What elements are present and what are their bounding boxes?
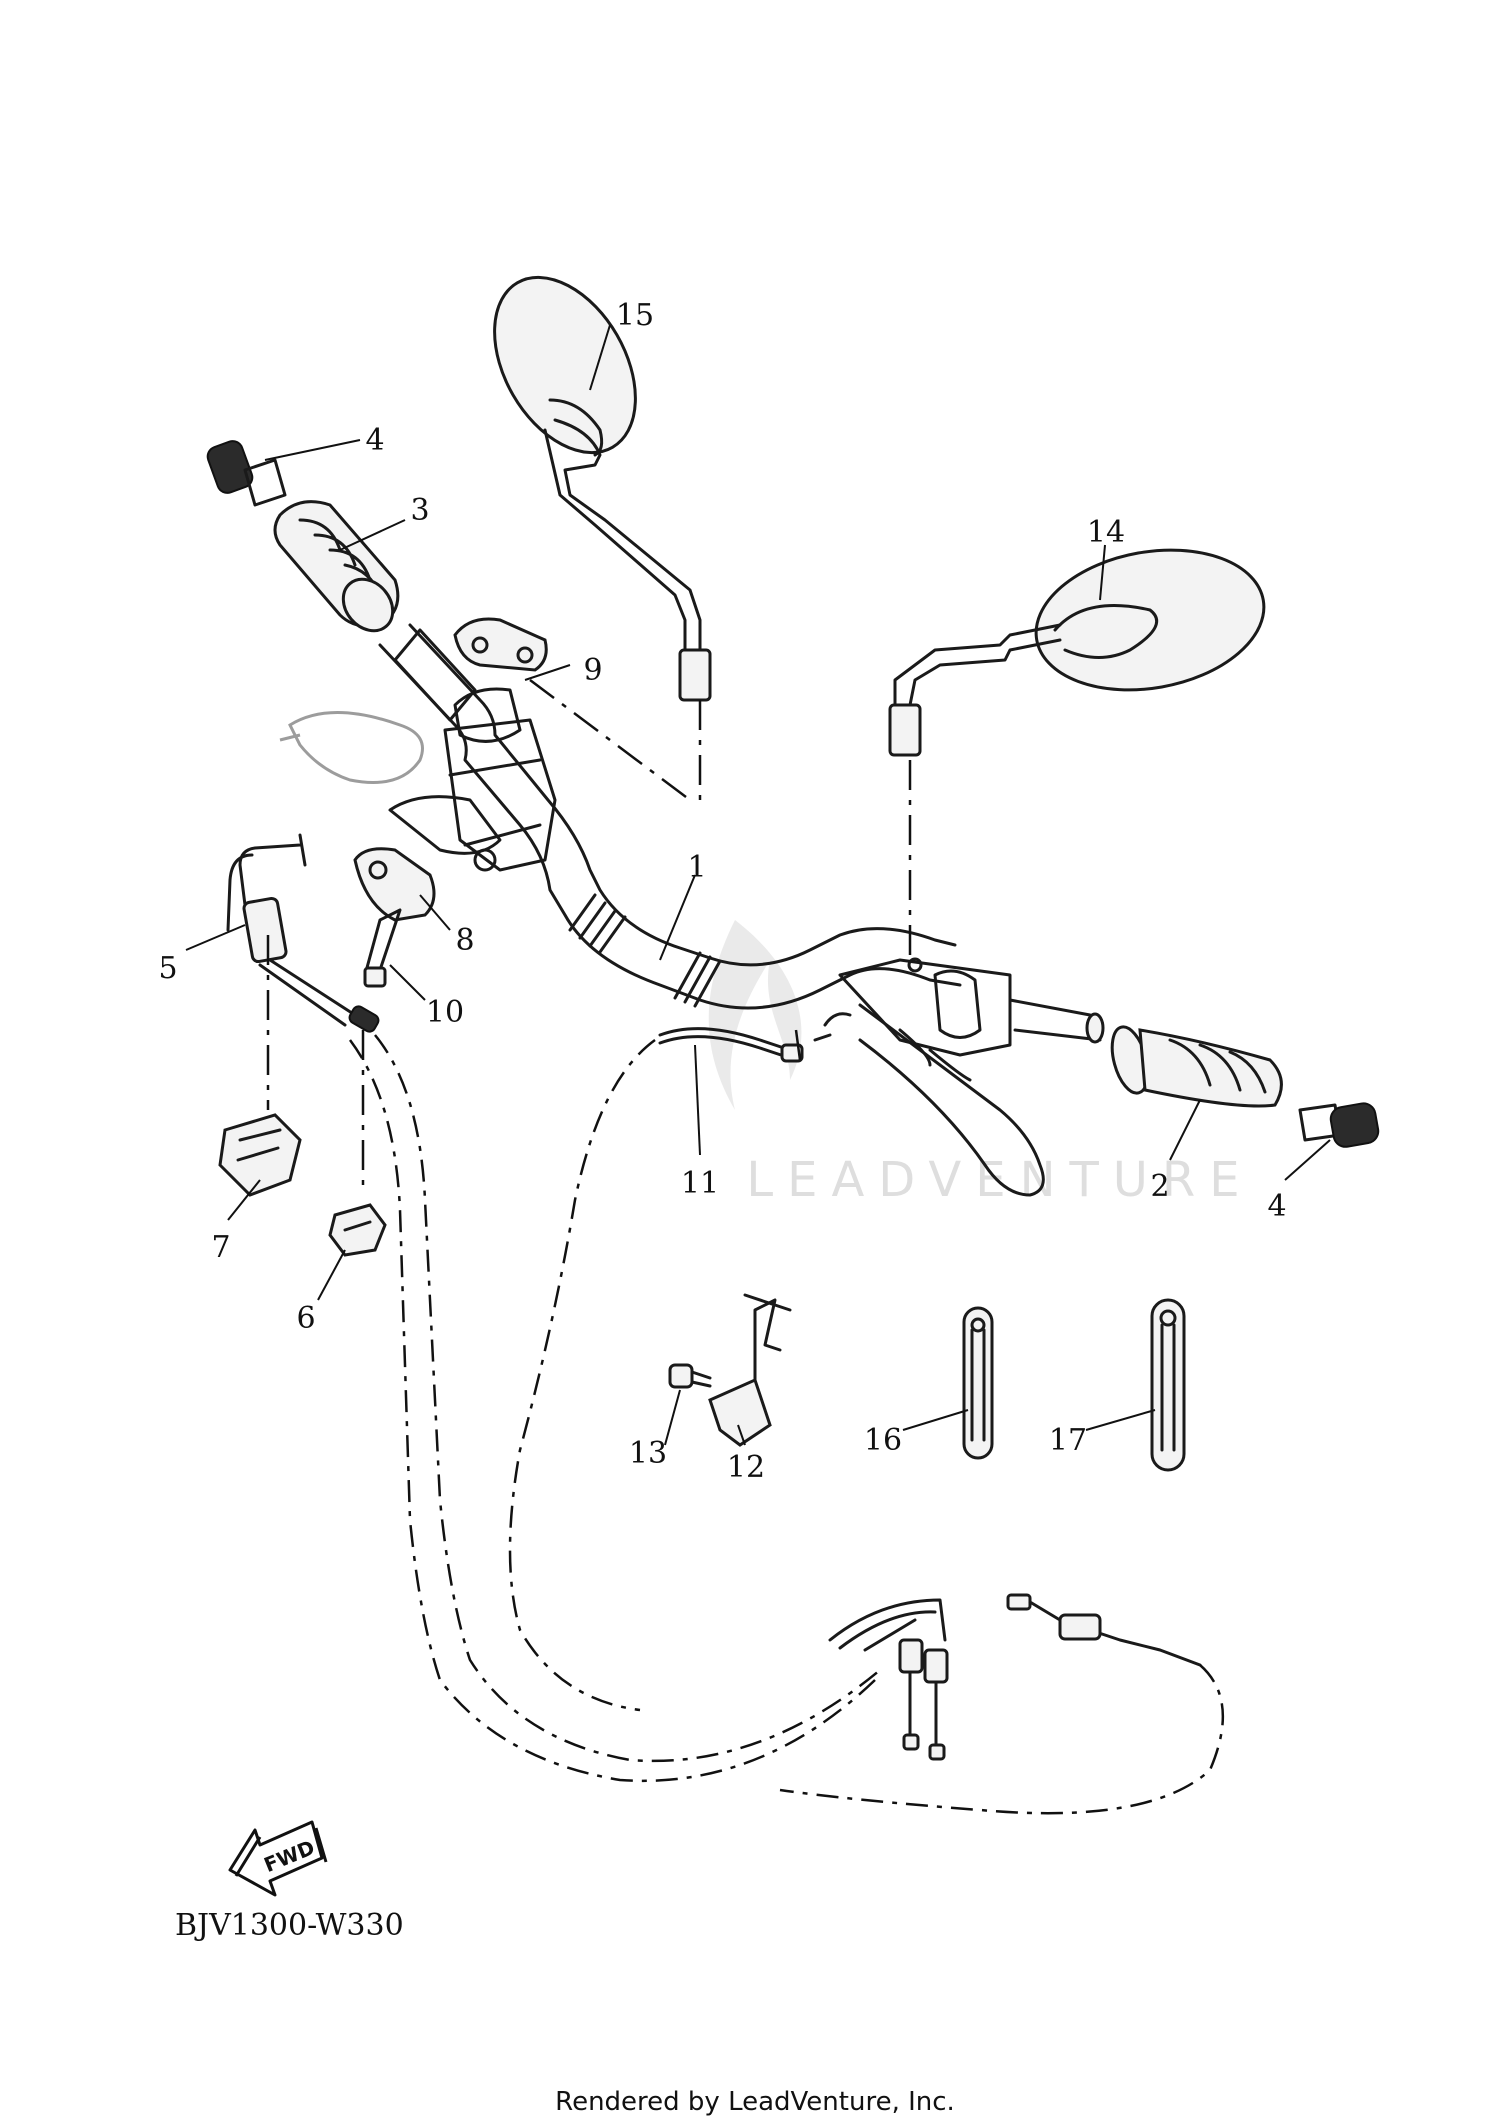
right-grip-end[interactable]	[1298, 1101, 1380, 1148]
right-grip[interactable]	[1106, 1023, 1283, 1108]
left-mirror[interactable]	[466, 253, 712, 702]
callout-4-right: 4	[1267, 1189, 1286, 1224]
cable-clamp[interactable]	[328, 1203, 387, 1257]
cable-routes	[348, 1034, 1225, 1815]
callout-16: 16	[864, 1423, 902, 1458]
callouts: 15 4 3 9 8 10 5 1 14 11 2 4 7 6 13 12 16…	[158, 298, 1286, 1485]
lower-cable-ends	[828, 1593, 1202, 1761]
left-grip[interactable]	[273, 500, 403, 641]
left-grip-end[interactable]	[205, 438, 287, 507]
right-bar-end	[1008, 998, 1105, 1044]
callout-4-left: 4	[365, 423, 384, 458]
bracket-bolt[interactable]	[668, 1363, 712, 1389]
callout-2: 2	[1150, 1169, 1169, 1204]
throttle-cable[interactable]	[226, 833, 381, 1034]
callout-3: 3	[410, 493, 429, 528]
brake-cable[interactable]	[658, 1027, 804, 1063]
footer-credit: Rendered by LeadVenture, Inc.	[555, 2087, 955, 2117]
callout-15: 15	[616, 298, 654, 333]
fwd-arrow-icon: FWD	[228, 1820, 328, 1897]
long-link[interactable]	[1150, 1298, 1186, 1472]
upper-holder[interactable]	[453, 617, 548, 672]
lower-holder[interactable]	[353, 847, 436, 922]
right-mirror[interactable]	[888, 533, 1275, 757]
leader-lines	[185, 324, 1331, 1446]
left-bar-end	[393, 628, 477, 722]
assembly-guides	[266, 679, 912, 1195]
watermark-logo	[708, 920, 802, 1110]
right-lever-assembly	[813, 957, 1045, 1197]
diagram-code: BJV1300-W330	[175, 1908, 404, 1943]
callout-14: 14	[1087, 515, 1125, 550]
callout-12: 12	[727, 1450, 765, 1485]
cable-guide[interactable]	[218, 1113, 302, 1197]
callout-6: 6	[296, 1301, 315, 1336]
bracket[interactable]	[708, 1293, 792, 1447]
short-link[interactable]	[962, 1306, 994, 1460]
callout-9: 9	[583, 653, 602, 688]
callout-5: 5	[158, 951, 177, 986]
left-lever-assembly	[279, 687, 557, 872]
holder-bolt[interactable]	[363, 908, 402, 988]
callout-1: 1	[687, 850, 706, 885]
callout-7: 7	[211, 1230, 230, 1265]
callout-8: 8	[455, 923, 474, 958]
callout-13: 13	[629, 1436, 667, 1471]
callout-11: 11	[681, 1166, 719, 1201]
callout-17: 17	[1049, 1423, 1087, 1458]
callout-10: 10	[426, 995, 464, 1030]
watermark-text: LEADVENTURE	[746, 1152, 1253, 1208]
